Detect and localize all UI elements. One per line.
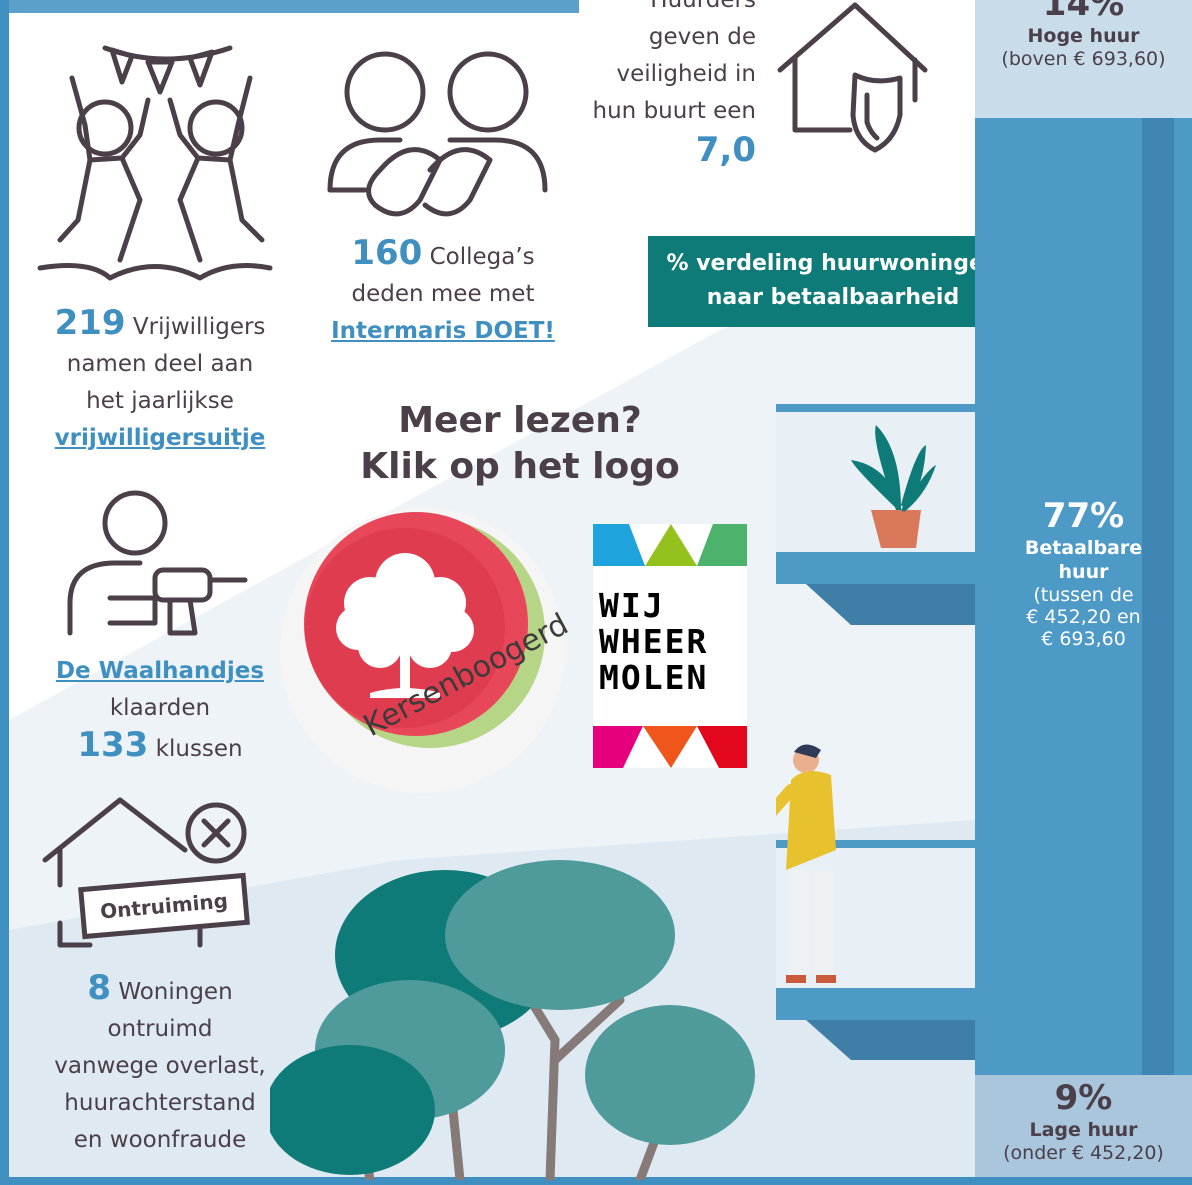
eviction-text-2: ontruimd bbox=[107, 1016, 213, 1042]
high-rent-segment bbox=[975, 0, 1192, 118]
safety-text-2: geven de bbox=[648, 24, 756, 50]
safety-text-4: hun buurt een bbox=[592, 98, 756, 124]
kersenboogerd-logo[interactable]: Kersenboogerd bbox=[280, 508, 574, 793]
affordable-rent-label: 77% Betaalbare huur (tussen de € 452,20 … bbox=[975, 496, 1192, 650]
intermaris-doet-link[interactable]: Intermaris DOET! bbox=[331, 318, 555, 344]
eviction-number: 8 bbox=[87, 968, 111, 1008]
read-more-heading: Meer lezen? Klik op het logo bbox=[330, 398, 710, 490]
eviction-stat: 8 Woningen ontruimd vanwege overlast, hu… bbox=[20, 970, 300, 1159]
wijwheermolen-line1: WIJ bbox=[599, 586, 665, 625]
high-rent-name: Hoge huur bbox=[1027, 25, 1140, 47]
waalhandjes-text-2: klussen bbox=[155, 736, 243, 762]
read-more-line1: Meer lezen? bbox=[398, 400, 642, 441]
distribution-banner-line1: % verdeling huurwoningen bbox=[666, 251, 1000, 276]
wijwheermolen-line2: WHEER bbox=[599, 622, 709, 661]
low-rent-pct: 9% bbox=[1054, 1078, 1113, 1118]
trees-illustration bbox=[270, 860, 755, 1180]
volunteers-stat: 219 Vrijwilligers namen deel aan het jaa… bbox=[20, 305, 300, 457]
waalhandjes-number: 133 bbox=[77, 725, 149, 765]
distribution-banner: % verdeling huurwoningen naar betaalbaar… bbox=[648, 247, 1018, 315]
affordable-rent-name-1: Betaalbare bbox=[1024, 537, 1143, 559]
affordable-rent-segment bbox=[975, 118, 1192, 1075]
volunteers-text-1: Vrijwilligers bbox=[132, 314, 266, 340]
low-rent-name: Lage huur bbox=[1029, 1119, 1138, 1141]
affordable-rent-name-2: huur bbox=[1058, 561, 1109, 583]
eviction-text-1: Woningen bbox=[118, 979, 233, 1005]
high-rent-pct: 14% bbox=[1042, 0, 1125, 24]
high-rent-label: 14% Hoge huur (boven € 693,60) bbox=[975, 0, 1192, 70]
read-more-line2: Klik op het logo bbox=[360, 446, 680, 487]
wijwheermolen-pattern-icon bbox=[593, 524, 747, 768]
colleagues-number: 160 bbox=[351, 233, 423, 273]
affordable-rent-range-3: € 693,60 bbox=[1041, 628, 1126, 650]
low-rent-label: 9% Lage huur (onder € 452,20) bbox=[975, 1078, 1192, 1164]
safety-stat: Huurders geven de veiligheid in hun buur… bbox=[560, 0, 756, 170]
eviction-text-3: vanwege overlast, bbox=[54, 1053, 266, 1079]
celebration-icon bbox=[37, 45, 273, 281]
volunteers-outing-link[interactable]: vrijwilligersuitje bbox=[54, 425, 266, 451]
affordable-rent-range-1: (tussen de bbox=[1033, 584, 1134, 606]
safety-score: 7,0 bbox=[695, 130, 756, 170]
waalhandjes-stat: De Waalhandjes klaarden 133 klussen bbox=[20, 653, 300, 768]
colleagues-text-2: deden mee met bbox=[351, 281, 535, 307]
high-rent-range: (boven € 693,60) bbox=[1001, 48, 1166, 70]
eviction-text-4: huurachterstand bbox=[64, 1090, 256, 1116]
safety-text-1: Huurders bbox=[650, 0, 756, 13]
volunteers-text-2: namen deel aan bbox=[66, 351, 254, 377]
colleagues-stat: 160 Collega’s deden mee met Intermaris D… bbox=[318, 235, 568, 350]
building-illustration bbox=[776, 404, 976, 1060]
affordable-segment-stripe bbox=[1142, 118, 1174, 1075]
kersenboogerd-tree-icon bbox=[304, 512, 545, 748]
waalhandjes-text-1: klaarden bbox=[109, 695, 211, 721]
wijwheermolen-logo[interactable]: WIJ WHEER MOLEN bbox=[593, 524, 747, 768]
colleagues-icon bbox=[327, 51, 548, 217]
wijwheermolen-line3: MOLEN bbox=[599, 658, 709, 697]
volunteers-number: 219 bbox=[54, 303, 126, 343]
eviction-text-5: en woonfraude bbox=[73, 1127, 247, 1153]
rent-distribution-column bbox=[975, 0, 1192, 1177]
distribution-banner-line2: naar betaalbaarheid bbox=[706, 285, 960, 310]
affordable-rent-range-2: € 452,20 en bbox=[1026, 606, 1141, 628]
low-rent-segment bbox=[975, 1075, 1192, 1177]
safety-text-3: veiligheid in bbox=[616, 61, 756, 87]
colleagues-text-1: Collega’s bbox=[429, 244, 535, 270]
volunteers-text-3: het jaarlijkse bbox=[86, 388, 234, 414]
house-shield-icon bbox=[777, 2, 928, 153]
affordable-rent-pct: 77% bbox=[1042, 496, 1125, 536]
handyman-drill-icon bbox=[67, 490, 248, 636]
waalhandjes-link[interactable]: De Waalhandjes bbox=[55, 658, 265, 684]
wijwheermolen-text: WIJ WHEER MOLEN bbox=[599, 588, 708, 696]
low-rent-range: (onder € 452,20) bbox=[1003, 1142, 1164, 1164]
distribution-banner-shape bbox=[648, 236, 1044, 327]
